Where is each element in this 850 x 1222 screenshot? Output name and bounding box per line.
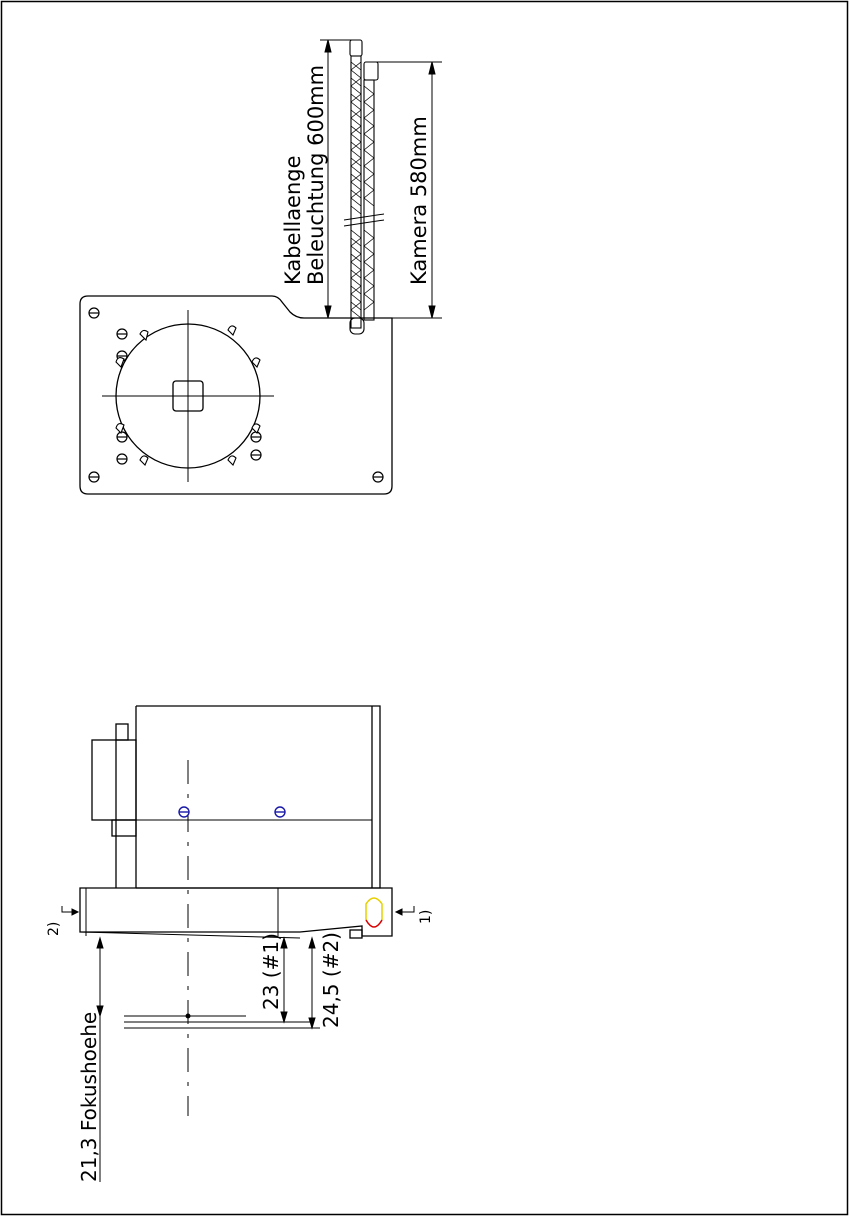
- arrow-icon: [309, 938, 315, 948]
- led-icon: [228, 456, 236, 465]
- screw-icon: [251, 432, 261, 442]
- focal-point: [186, 1014, 190, 1018]
- screw-icon: [89, 308, 99, 318]
- camera-cable-hatch: [364, 86, 374, 310]
- screw-icon: [89, 472, 99, 482]
- marker-2-label: 2): [46, 922, 62, 936]
- arrow-icon: [281, 1012, 287, 1022]
- arrow-icon: [309, 1018, 315, 1028]
- led-icon: [228, 326, 236, 335]
- cable-gland: [92, 740, 136, 820]
- led-icon: [140, 330, 148, 340]
- arrow-icon: [429, 62, 435, 74]
- arrow-icon: [325, 306, 331, 318]
- cables: [344, 40, 384, 334]
- arrow-icon: [396, 909, 402, 915]
- indicator-led: [366, 898, 382, 927]
- led-yellow-icon: [366, 898, 382, 920]
- focus-height-label: 21,3 Fokushoehe: [77, 1012, 101, 1182]
- dim-245-label: 24,5 (#2): [319, 932, 343, 1028]
- camera-connector: [364, 62, 378, 80]
- side-view-housing: [80, 706, 392, 938]
- camera-cable: [364, 80, 374, 320]
- front-flange: [80, 888, 392, 936]
- illumination-cable-hatch: [351, 62, 361, 318]
- led-icon: [252, 424, 260, 433]
- marker-1-label: 1): [418, 910, 434, 924]
- screw-icon: [275, 807, 285, 817]
- housing-body: [136, 706, 380, 888]
- plate-screws: [89, 308, 383, 482]
- illumination-length-label: Beleuchtung 600mm: [304, 65, 328, 285]
- screw-icon: [117, 329, 127, 339]
- arrow-icon: [325, 40, 331, 52]
- arrow-icon: [97, 938, 103, 948]
- view-markers: [62, 906, 414, 915]
- led-red-icon: [366, 920, 382, 927]
- focal-plane: [124, 1014, 320, 1028]
- arrow-icon: [72, 909, 78, 915]
- cable-gland-nut: [116, 724, 128, 740]
- illumination-connector: [350, 40, 362, 56]
- arrow-icon: [429, 306, 435, 318]
- screw-icon: [251, 450, 261, 460]
- side-screws: [179, 807, 285, 817]
- top-view-plate: [80, 296, 392, 494]
- camera-length-label: Kamera 580mm: [407, 116, 431, 285]
- screw-icon: [179, 807, 189, 817]
- screw-icon: [117, 454, 127, 464]
- cable-length-label: Kabellaenge: [281, 155, 305, 285]
- dim-23-label: 23 (#1): [259, 933, 283, 1010]
- screw-icon: [117, 432, 127, 442]
- plate-outline: [80, 296, 392, 494]
- screw-icon: [373, 472, 383, 482]
- led-icon: [140, 456, 148, 465]
- cable-strain-relief: [350, 318, 364, 334]
- connector-block: [350, 930, 362, 938]
